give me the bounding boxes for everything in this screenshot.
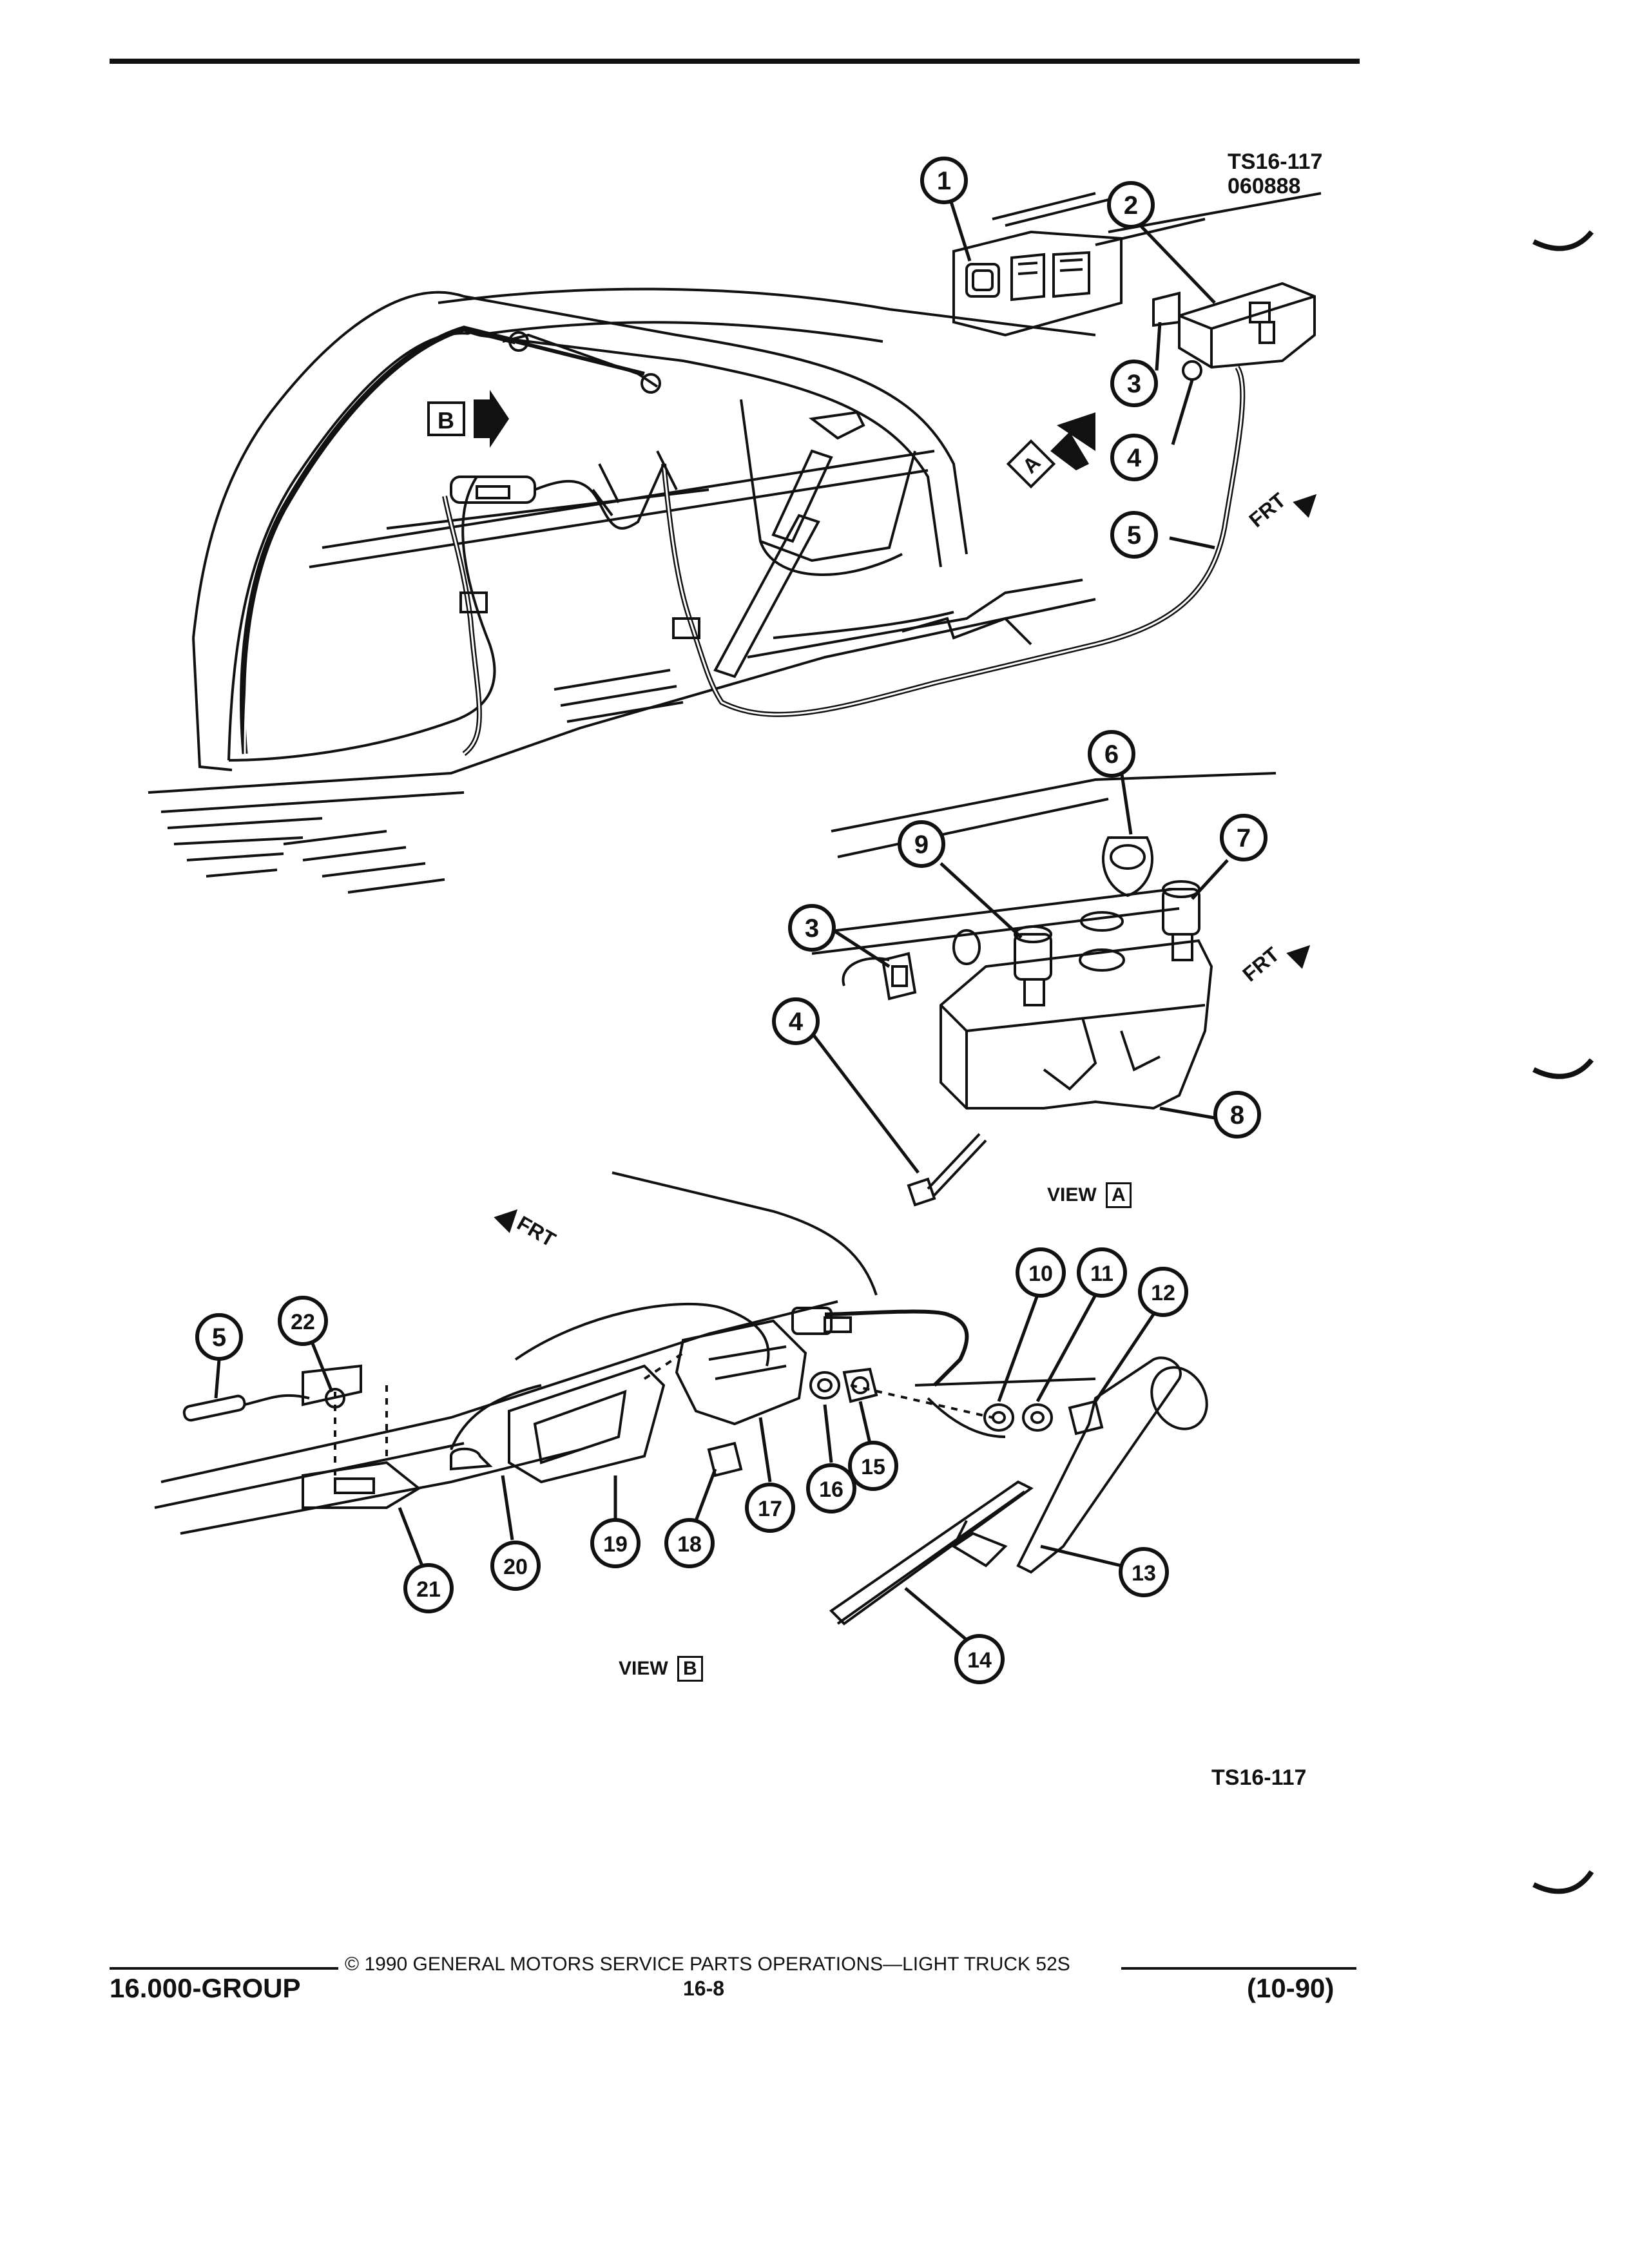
callout-12: 12	[1138, 1267, 1188, 1317]
svg-text:3: 3	[805, 914, 819, 943]
footer-revision: (10-90)	[1247, 1973, 1335, 2003]
callout-7: 7	[1220, 814, 1268, 861]
vehicle-rear-view	[148, 192, 1322, 894]
figure-date-code: 060888	[1228, 174, 1301, 198]
callout-6: 6	[1088, 730, 1135, 778]
callout-3-top: 3	[1110, 360, 1158, 407]
svg-text:7: 7	[1237, 824, 1251, 852]
svg-text:17: 17	[758, 1497, 782, 1521]
svg-text:20: 20	[503, 1555, 528, 1579]
svg-text:6: 6	[1104, 740, 1119, 769]
callout-15: 15	[848, 1441, 898, 1491]
svg-text:8: 8	[1230, 1101, 1244, 1129]
callout-20: 20	[490, 1541, 541, 1591]
frt-marker-main: FRT	[1244, 488, 1290, 532]
figure-bottom-code: TS16-117	[1211, 1765, 1307, 1790]
callout-8: 8	[1213, 1091, 1261, 1139]
callout-4-view-a: 4	[772, 997, 820, 1045]
callout-21: 21	[403, 1563, 454, 1613]
view-a-label: VIEW A	[1047, 1182, 1132, 1208]
svg-text:4: 4	[1127, 444, 1142, 472]
callout-19: 19	[590, 1518, 641, 1568]
callout-17: 17	[745, 1483, 795, 1533]
callout-3-view-a: 3	[788, 904, 836, 952]
footer-copyright: © 1990 GENERAL MOTORS SERVICE PARTS OPER…	[345, 1954, 1070, 1975]
svg-text:5: 5	[212, 1323, 226, 1352]
callout-9: 9	[898, 820, 945, 868]
callout-10: 10	[1016, 1247, 1066, 1298]
figure-code: TS16-117	[1228, 149, 1323, 174]
svg-text:16: 16	[819, 1477, 843, 1502]
marker-b-letter: B	[438, 407, 454, 434]
svg-text:1: 1	[937, 167, 951, 195]
svg-text:2: 2	[1124, 191, 1138, 220]
callout-1: 1	[920, 157, 968, 204]
svg-text:11: 11	[1090, 1262, 1113, 1286]
view-a-reservoir	[805, 772, 1311, 1207]
svg-text:19: 19	[603, 1532, 628, 1557]
callout-16: 16	[806, 1463, 856, 1514]
svg-text:14: 14	[967, 1648, 992, 1673]
binding-mark-1	[1532, 230, 1594, 251]
callout-13: 13	[1119, 1547, 1169, 1597]
svg-text:15: 15	[861, 1455, 885, 1479]
view-a-letter: A	[1106, 1182, 1132, 1208]
svg-text:22: 22	[291, 1310, 315, 1334]
svg-text:5: 5	[1127, 521, 1141, 550]
svg-text:21: 21	[416, 1577, 441, 1602]
svg-text:13: 13	[1132, 1561, 1156, 1586]
frt-marker-view-a: FRT	[1238, 943, 1284, 986]
callout-11: 11	[1077, 1247, 1127, 1298]
callout-14: 14	[954, 1634, 1005, 1684]
view-b-label: VIEW B	[619, 1656, 703, 1682]
footer-page-number: 16-8	[683, 1977, 725, 2000]
callout-18: 18	[664, 1518, 715, 1568]
svg-text:12: 12	[1151, 1281, 1175, 1305]
view-b-letter: B	[677, 1656, 703, 1682]
footer-group: 16.000-GROUP	[110, 1973, 301, 2003]
frt-marker-view-b: FRT	[514, 1211, 560, 1252]
callout-22: 22	[278, 1296, 328, 1346]
svg-text:10: 10	[1028, 1262, 1053, 1286]
callout-4-top: 4	[1110, 434, 1158, 481]
callout-2: 2	[1107, 181, 1155, 229]
svg-text:3: 3	[1127, 370, 1141, 398]
callout-5-view-b: 5	[195, 1313, 243, 1361]
view-b-wiper	[154, 1171, 1208, 1626]
svg-text:9: 9	[914, 831, 929, 859]
binding-mark-2	[1532, 1058, 1594, 1079]
binding-mark-3	[1532, 1870, 1594, 1894]
svg-text:18: 18	[677, 1532, 702, 1557]
callout-5-top: 5	[1110, 511, 1158, 559]
callout-leaders	[214, 199, 1229, 1641]
svg-text:4: 4	[789, 1008, 804, 1036]
